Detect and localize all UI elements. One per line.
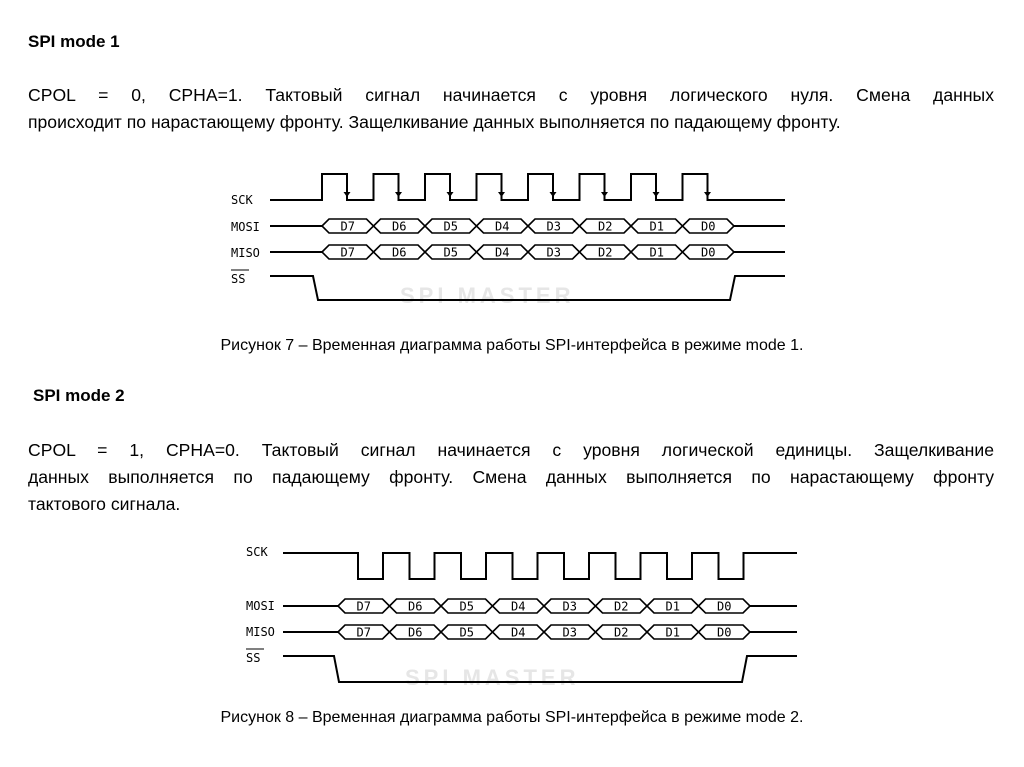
miso-waveform: D7 D6 D5 D4 D3 D2 D1 D0 (270, 244, 785, 260)
sck-waveform (270, 173, 785, 201)
signal-label-sck: SCK (246, 545, 268, 559)
mosi-bit-label: D0 (717, 600, 731, 614)
mosi-bit-label: D3 (547, 220, 561, 234)
signal-label-miso: MISO (231, 246, 260, 260)
watermark: SPI MASTER (405, 665, 579, 690)
signal-label-sck: SCK (231, 193, 253, 207)
figure8-caption: Рисунок 8 – Временная диаграмма работы S… (220, 709, 804, 726)
latch-arrowhead (498, 192, 505, 197)
latch-arrowhead (395, 192, 402, 197)
miso-bit-label: D0 (701, 246, 715, 260)
miso-bit-label: D5 (460, 626, 474, 640)
mosi-bit-label: D6 (392, 220, 406, 234)
latch-arrowhead (652, 192, 660, 197)
miso-bit-label: D5 (444, 246, 458, 260)
latch-arrowhead (601, 192, 608, 197)
latch-arrowhead (446, 192, 454, 197)
mode1-paragraph: CPOL = 0, CPHA=1. Тактовый сигнал начина… (28, 82, 994, 136)
latch-arrowhead (343, 192, 351, 197)
mosi-bit-label: D4 (511, 600, 525, 614)
mosi-waveform: D7 D6 D5 D4 D3 D2 D1 D0 (270, 218, 785, 234)
mosi-bit-label: D4 (495, 220, 509, 234)
mosi-bit-label: D7 (357, 600, 371, 614)
mode2-heading: SPI mode 2 (33, 386, 125, 405)
miso-bit-label: D2 (614, 626, 628, 640)
mode1-paragraph-line: CPOL = 0, CPHA=1. Тактовый сигнал начина… (28, 85, 994, 105)
mode1-paragraph-line: происходит по нарастающему фронту. Защел… (28, 112, 841, 132)
mode2-paragraph: CPOL = 1, CPHA=0. Тактовый сигнал начина… (28, 437, 994, 518)
mode2-paragraph-line: CPOL = 1, CPHA=0. Тактовый сигнал начина… (28, 440, 994, 460)
ss-trace (283, 655, 797, 683)
miso-waveform: D7 D6 D5 D4 D3 D2 D1 D0 (283, 624, 797, 640)
sck-waveform (283, 552, 797, 580)
signal-label-ss: SS (231, 272, 245, 286)
mosi-bit-label: D1 (666, 600, 680, 614)
miso-bit-label: D6 (408, 626, 422, 640)
mosi-bit-label: D7 (341, 220, 355, 234)
mode1-heading: SPI mode 1 (28, 32, 120, 51)
miso-bit-label: D2 (598, 246, 612, 260)
miso-bit-label: D1 (666, 626, 680, 640)
latch-arrowhead (549, 192, 557, 197)
mosi-bit-label: D3 (563, 600, 577, 614)
mode2-paragraph-line: данных выполняется по падающему фронту. … (28, 467, 994, 487)
miso-bit-label: D3 (563, 626, 577, 640)
ss-waveform (283, 655, 797, 683)
watermark: SPI MASTER (400, 283, 574, 308)
signal-label-mosi: MOSI (231, 220, 260, 234)
miso-bit-label: D0 (717, 626, 731, 640)
mode2-paragraph-line: тактового сигнала. (28, 494, 181, 514)
signal-label-ss: SS (246, 651, 260, 665)
mosi-bit-label: D6 (408, 600, 422, 614)
miso-bit-label: D6 (392, 246, 406, 260)
ss-trace (270, 275, 785, 301)
signal-label-mosi: MOSI (246, 599, 275, 613)
mosi-bit-label: D2 (598, 220, 612, 234)
mosi-bit-label: D5 (444, 220, 458, 234)
sck-trace (283, 552, 797, 580)
signal-label-miso: MISO (246, 625, 275, 639)
mosi-waveform: D7 D6 D5 D4 D3 D2 D1 D0 (283, 598, 797, 614)
miso-bit-label: D1 (650, 246, 664, 260)
miso-bit-label: D3 (547, 246, 561, 260)
mosi-bit-label: D1 (650, 220, 664, 234)
mosi-bit-label: D2 (614, 600, 628, 614)
figure7-caption: Рисунок 7 – Временная диаграмма работы S… (220, 337, 804, 354)
ss-waveform (270, 275, 785, 301)
mosi-bit-label: D5 (460, 600, 474, 614)
miso-bit-label: D7 (357, 626, 371, 640)
miso-bit-label: D4 (495, 246, 509, 260)
miso-bit-label: D4 (511, 626, 525, 640)
latch-arrowhead (704, 192, 711, 197)
miso-bit-label: D7 (341, 246, 355, 260)
mosi-bit-label: D0 (701, 220, 715, 234)
